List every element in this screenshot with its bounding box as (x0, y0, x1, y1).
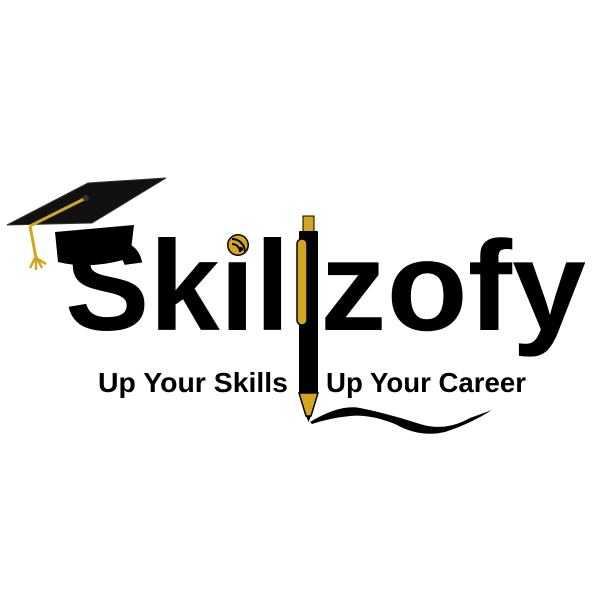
ink-squiggle (310, 407, 492, 434)
tagline-right: Up Your Career (326, 367, 526, 398)
wifi-signal-icon (227, 234, 249, 256)
brand-name-left: Skil (65, 215, 290, 358)
brand-name-right: zofy (320, 215, 586, 358)
pen-icon (296, 215, 320, 422)
graduation-cap-icon (6, 177, 167, 270)
tagline-left: Up Your Skills (98, 367, 288, 398)
